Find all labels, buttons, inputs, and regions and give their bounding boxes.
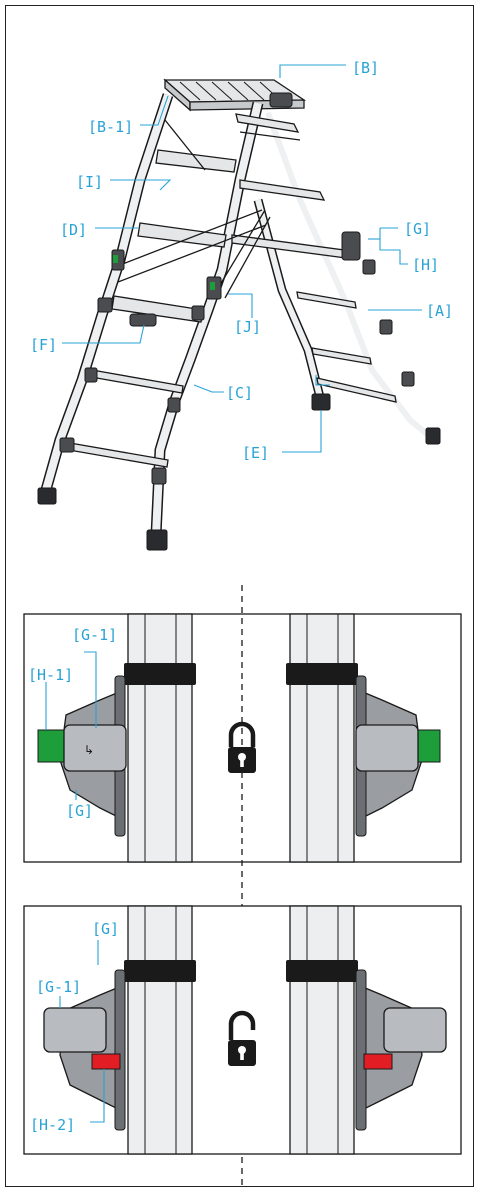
label-g-1-locked: [G-1] — [72, 626, 117, 644]
unlocked-latch-right[interactable] — [383, 1007, 447, 1053]
label-e: [E] — [242, 444, 269, 462]
unlocked-panel — [23, 905, 462, 1155]
label-g-1-unlocked: [G-1] — [36, 978, 81, 996]
arrow-icon: ↳ — [84, 743, 94, 757]
locked-panel: ↳ — [23, 585, 462, 1188]
label-g: [G] — [404, 220, 431, 238]
lock-closed-icon — [228, 721, 256, 773]
locked-latch-left[interactable] — [63, 724, 127, 772]
label-g-unlocked: [G] — [92, 920, 119, 938]
leader-lines — [62, 64, 422, 453]
label-i: [I] — [76, 173, 103, 191]
label-d: [D] — [60, 221, 87, 239]
label-c: [C] — [226, 384, 253, 402]
label-b: [B] — [352, 59, 379, 77]
label-h: [H] — [412, 256, 439, 274]
label-h-1: [H-1] — [28, 666, 73, 684]
label-g-locked: [G] — [66, 802, 93, 820]
label-h-2: [H-2] — [30, 1116, 75, 1134]
label-a: [A] — [426, 302, 453, 320]
locked-latch-right[interactable] — [355, 724, 419, 772]
lock-open-icon — [228, 1010, 256, 1066]
label-f: [F] — [30, 336, 57, 354]
label-b-1: [B-1] — [88, 118, 133, 136]
ladder-illustration — [37, 78, 441, 551]
label-j: [J] — [234, 318, 261, 336]
unlocked-latch-left[interactable] — [43, 1007, 107, 1053]
